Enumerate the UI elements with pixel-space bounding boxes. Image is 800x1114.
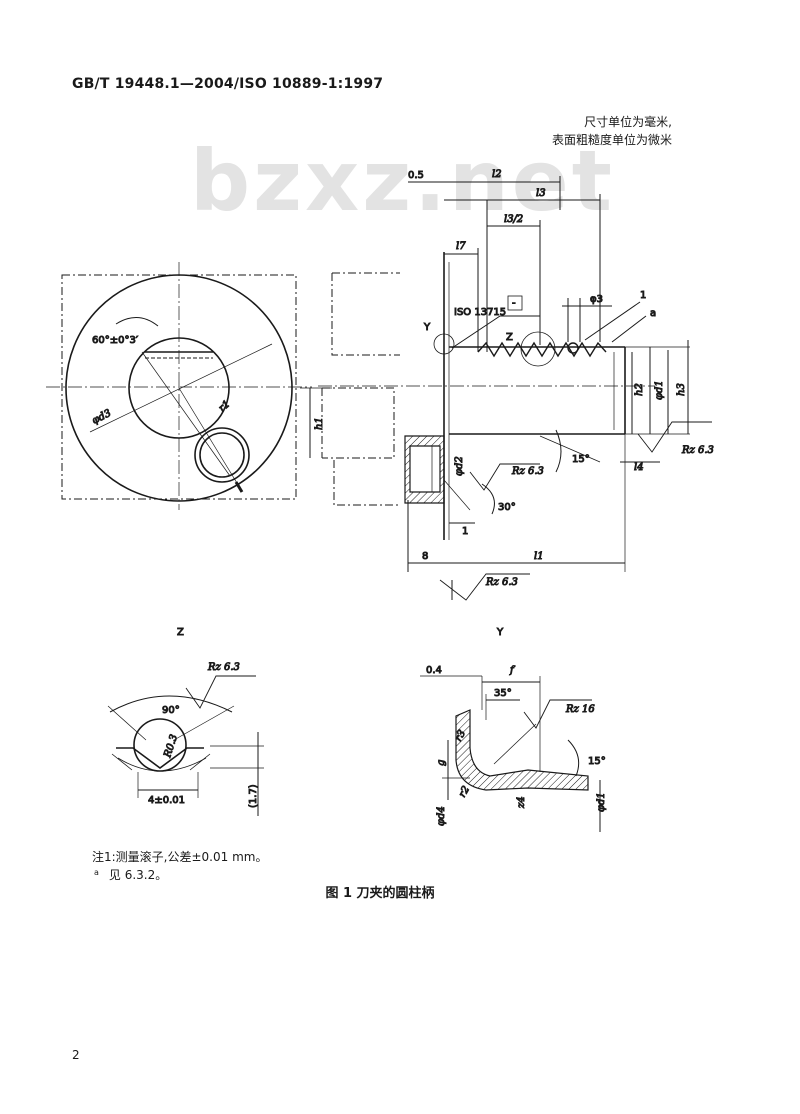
angle-30-label: 30° <box>498 502 516 513</box>
units-note-line1: 尺寸单位为毫米, <box>584 115 672 129</box>
d3-label: φd3 <box>90 408 113 427</box>
note-a: a 见 6.3.2。 <box>94 866 167 883</box>
note-1: 注1:测量滚子,公差±0.01 mm。 <box>92 850 268 864</box>
rz-6-3-detail-Z-label: Rz 6.3 <box>207 662 240 673</box>
d4-label: φd4 <box>436 806 447 826</box>
l4-label: l4 <box>634 462 644 473</box>
angle-15-label: 15° <box>572 454 590 465</box>
rz-6-3-right-label: Rz 6.3 <box>681 445 714 456</box>
detail-Z-title: Z <box>177 627 184 638</box>
h3-label: h3 <box>676 383 687 396</box>
detail-Z-marker: Z <box>506 332 513 343</box>
note-a-text: 见 6.3.2。 <box>108 868 168 882</box>
watermark: bzxz.net <box>190 132 615 230</box>
angle-90-label: 90° <box>162 705 180 716</box>
f-label: f <box>509 665 516 676</box>
phi3-label: φ3 <box>590 294 603 305</box>
angle-15-detail-label: 15° <box>588 756 606 767</box>
detail-Y-title: Y <box>496 627 504 638</box>
r1-label: r1 <box>217 399 233 415</box>
standard-header: GB/T 19448.1—2004/ISO 10889-1:1997 <box>72 76 384 92</box>
d1-detail-label: φd1 <box>596 792 607 812</box>
d1-label: φd1 <box>654 380 665 400</box>
g-label: g <box>436 760 447 766</box>
dim-8-label: 8 <box>422 551 428 562</box>
h2-label: h2 <box>634 383 645 396</box>
l3-half-label: l3/2 <box>504 214 523 225</box>
rz-6-3-bottom-label: Rz 6.3 <box>485 577 518 588</box>
l2-label: l2 <box>492 169 502 180</box>
z4-label: z4 <box>516 796 527 809</box>
rz-6-3-middle-label: Rz 6.3 <box>511 466 544 477</box>
detail-Y-view <box>420 675 601 832</box>
l1-label: l1 <box>534 551 544 562</box>
reference-1-label: 1 <box>640 290 646 301</box>
figure-caption: 图 1 刀夹的圆柱柄 <box>325 886 435 901</box>
l3-label: l3 <box>536 188 546 199</box>
note-a-mark: a <box>94 868 99 877</box>
l7-label: l7 <box>456 241 466 252</box>
dim-0-5-label: 0.5 <box>408 170 424 181</box>
page-number: 2 <box>72 1048 80 1062</box>
detail-Z-view <box>107 675 264 816</box>
iso-13715-label: ISO 13715 <box>454 307 506 318</box>
detail-Y-marker: Y <box>423 322 431 333</box>
dim-4-label: 4±0.01 <box>148 795 185 806</box>
r2-label: r2 <box>457 784 472 799</box>
footnote-a-marker: a <box>650 308 656 319</box>
iso-box-symbol: - <box>512 298 516 309</box>
dim-1-7-label: (1.7) <box>248 784 259 808</box>
dim-1-label: 1 <box>462 526 468 537</box>
h1-label: h1 <box>314 417 325 430</box>
rz-16-label: Rz 16 <box>565 704 595 715</box>
units-note-line2: 表面粗糙度单位为微米 <box>551 133 672 147</box>
angle-60-label: 60°±0°3′ <box>92 335 139 346</box>
d2-label: φd2 <box>454 456 465 476</box>
dim-0-4-label: 0.4 <box>426 665 442 676</box>
end-view <box>46 262 312 510</box>
side-section-view <box>300 176 712 601</box>
angle-35-label: 35° <box>494 688 512 699</box>
